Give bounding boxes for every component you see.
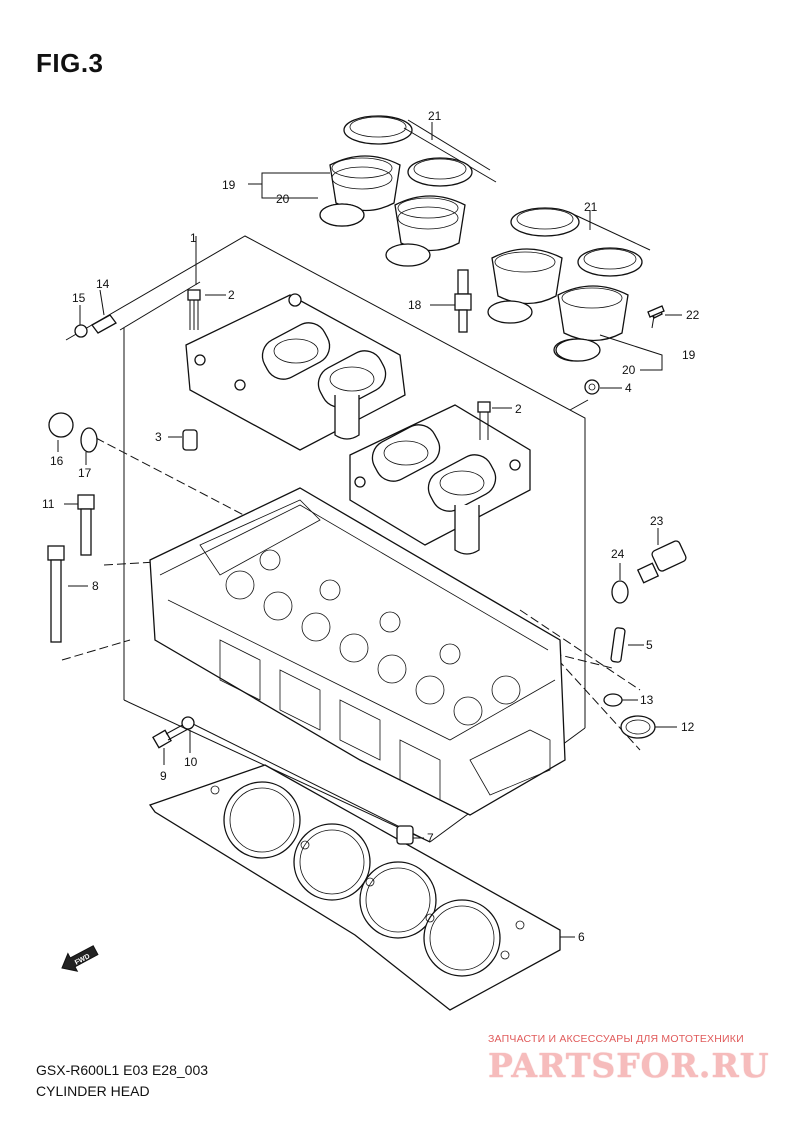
intake-pipe-group-left bbox=[319, 115, 497, 267]
callout-2a: 2 bbox=[228, 288, 235, 302]
callout-10: 10 bbox=[184, 755, 198, 769]
callout-numbers: 1 2 2 3 4 5 6 7 8 9 10 11 12 13 14 15 16… bbox=[42, 109, 700, 944]
callout-21b: 21 bbox=[584, 200, 598, 214]
callout-15: 15 bbox=[72, 291, 86, 305]
small-parts bbox=[47, 203, 687, 845]
callout-9: 9 bbox=[160, 769, 167, 783]
figure-name: CYLINDER HEAD bbox=[36, 1083, 150, 1099]
callout-1: 1 bbox=[190, 231, 197, 245]
callout-21a: 21 bbox=[428, 109, 442, 123]
fwd-arrow-icon: FWD bbox=[61, 945, 99, 972]
intake-holder-left bbox=[185, 293, 406, 451]
head-gasket bbox=[148, 764, 561, 1011]
callout-4: 4 bbox=[625, 381, 632, 395]
intake-pipe-group-right bbox=[487, 207, 663, 362]
intake-holder-right bbox=[349, 404, 531, 555]
callout-19b: 19 bbox=[682, 348, 696, 362]
callout-19a: 19 bbox=[222, 178, 236, 192]
callout-23: 23 bbox=[650, 514, 664, 528]
callout-6: 6 bbox=[578, 930, 585, 944]
watermark-tagline: ЗАПЧАСТИ И АКСЕССУАРЫ ДЛЯ МОТОТЕХНИКИ bbox=[488, 1033, 744, 1045]
callout-5: 5 bbox=[646, 638, 653, 652]
callout-13: 13 bbox=[640, 693, 654, 707]
model-code: GSX-R600L1 E03 E28_003 bbox=[36, 1062, 209, 1078]
callout-14: 14 bbox=[96, 277, 110, 291]
callout-22: 22 bbox=[686, 308, 700, 322]
watermark-logo: PARTSFOR.RU bbox=[488, 1046, 770, 1085]
callout-20a: 20 bbox=[276, 192, 290, 206]
leader-lines bbox=[57, 122, 682, 938]
callout-17: 17 bbox=[78, 466, 92, 480]
callout-3: 3 bbox=[155, 430, 162, 444]
callout-7: 7 bbox=[427, 831, 434, 845]
callout-24: 24 bbox=[611, 547, 625, 561]
callout-16: 16 bbox=[50, 454, 64, 468]
callout-12: 12 bbox=[681, 720, 695, 734]
callout-11: 11 bbox=[42, 497, 55, 511]
callout-2b: 2 bbox=[515, 402, 522, 416]
cylinder-head-body bbox=[149, 487, 566, 816]
callout-20b: 20 bbox=[622, 363, 636, 377]
figure-title: FIG.3 bbox=[36, 48, 104, 78]
callout-18: 18 bbox=[408, 298, 422, 312]
callout-8: 8 bbox=[92, 579, 99, 593]
